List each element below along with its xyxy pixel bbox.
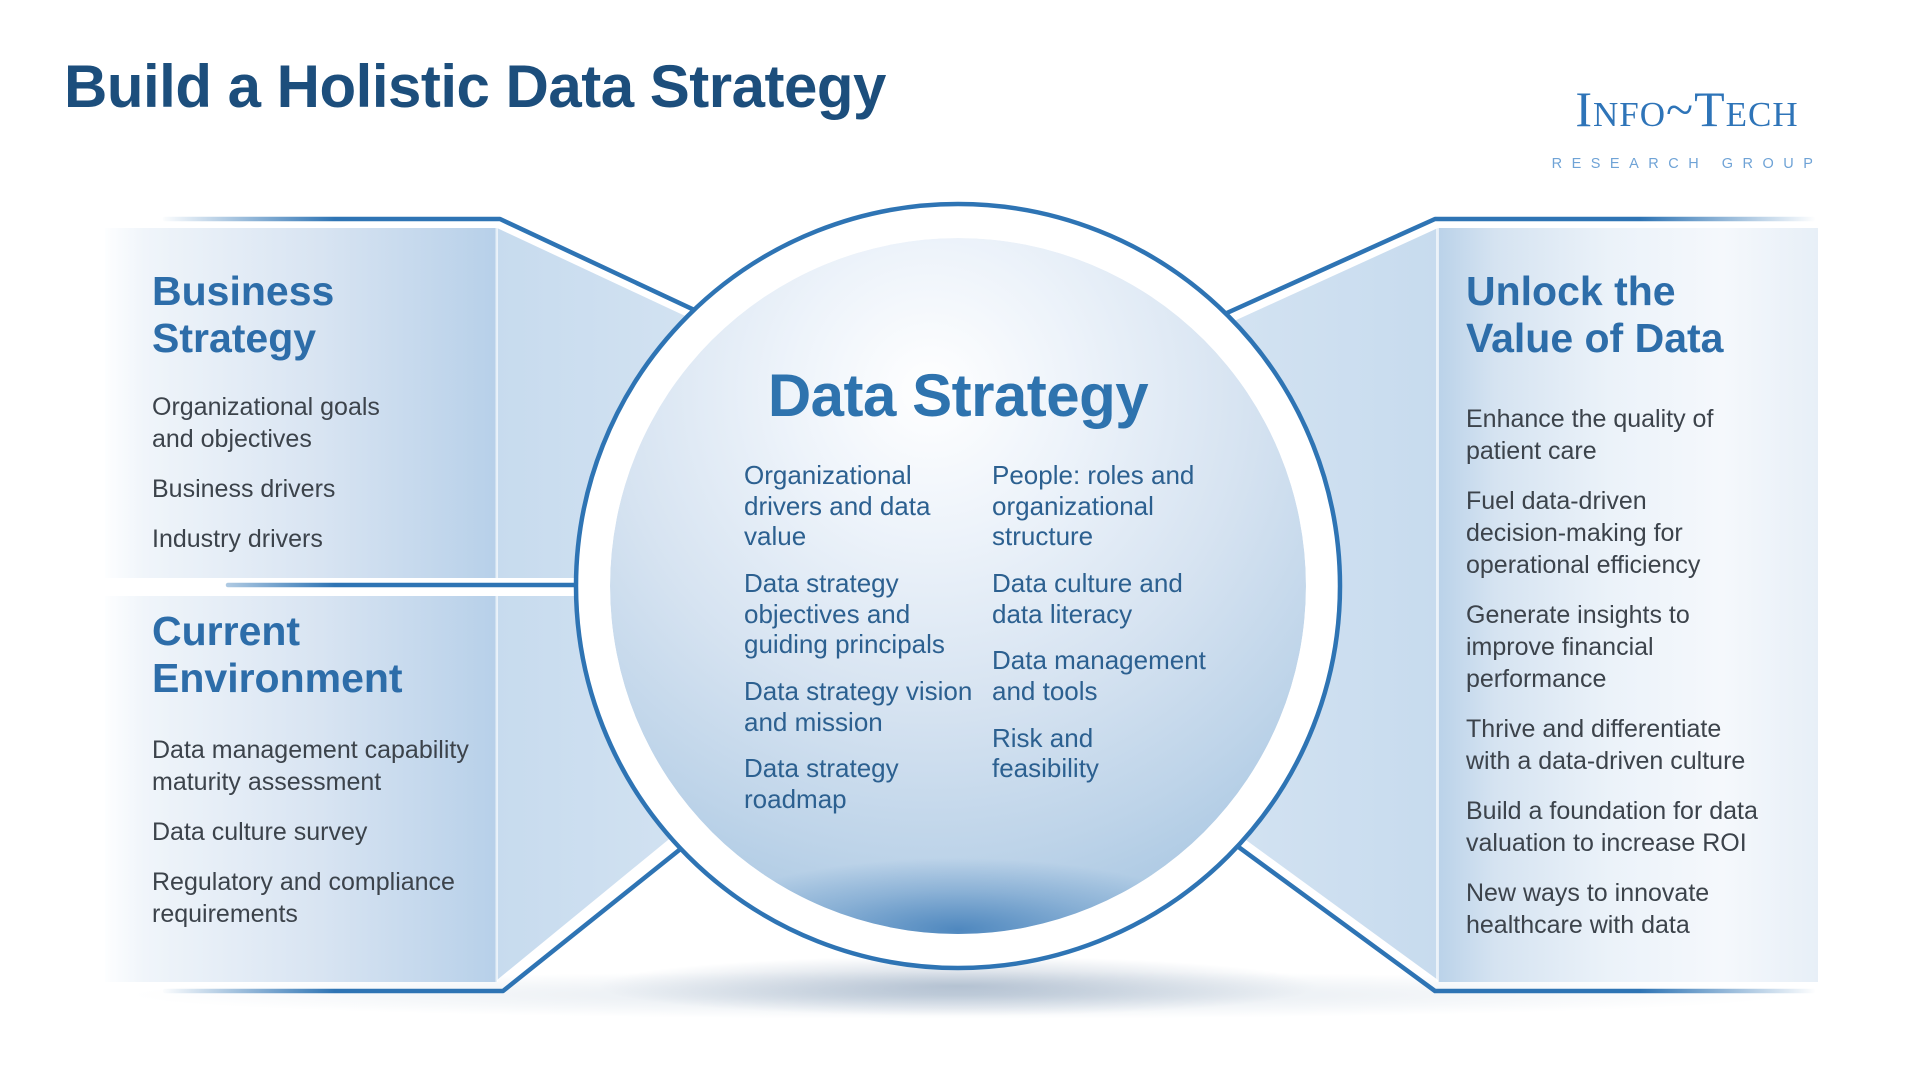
current-environment-heading: Current Environment [152,608,403,702]
list-item: Thrive and differentiate with a data-dri… [1466,715,1746,775]
list-item: Data strategy vision and mission [744,676,973,737]
data-strategy-title: Data Strategy [767,362,1149,429]
list-item: Regulatory and compliance requirements [152,868,455,928]
list-item: Fuel data-driven decision-making for ope… [1466,487,1701,579]
data-strategy-sphere [610,238,1306,934]
business-strategy-heading: Business Strategy [152,268,335,362]
unlock-value-items: Enhance the quality of patient care Fuel… [1466,403,1826,941]
list-item: People: roles and organizational structu… [992,460,1195,552]
sphere-shadow [598,956,1318,1016]
list-item: Data culture and data literacy [992,568,1183,629]
list-item: Data management and tools [992,645,1206,707]
infotech-logo: Info~Tech RESEARCH GROUP [1533,66,1841,190]
right-panel-fold-seam [1436,228,1439,982]
list-item: Business drivers [152,475,336,503]
list-item: Risk and feasibility [992,722,1099,784]
current-environment-panel-shape [105,596,497,982]
business-strategy-panel-shape [105,228,497,578]
logo-wordmark: Info~Tech [1575,81,1799,137]
unlock-value-heading: Unlock the Value of Data [1466,268,1724,362]
list-item: Organizational drivers and data value [744,460,931,552]
list-item: Enhance the quality of patient care [1466,405,1714,465]
list-item: Data strategy objectives and guiding pri… [744,568,945,660]
list-item: Data strategy roadmap [744,753,899,815]
list-item: Data management capability maturity asse… [152,736,469,796]
page-title: Build a Holistic Data Strategy [64,53,886,120]
list-item: Organizational goals and objectives [152,393,380,453]
current-environment-items: Data management capability maturity asse… [152,734,512,930]
list-item: Industry drivers [152,525,323,553]
left-panel-fold-seam-2 [495,596,498,982]
outer-ring [573,201,1343,971]
center-column-1: Organizational drivers and data value Da… [744,460,1004,815]
list-item: Build a foundation for data valuation to… [1466,797,1758,857]
left-panel-fold-seam [495,228,498,578]
list-item: New ways to innovate healthcare with dat… [1466,879,1710,939]
logo-subtitle: RESEARCH GROUP [1551,156,1823,172]
list-item: Generate insights to improve financial p… [1466,601,1690,693]
unlock-value-panel-shape [1438,228,1818,982]
center-column-2: People: roles and organizational structu… [992,460,1252,784]
business-strategy-items: Organizational goals and objectives Busi… [152,391,482,555]
list-item: Data culture survey [152,818,368,846]
